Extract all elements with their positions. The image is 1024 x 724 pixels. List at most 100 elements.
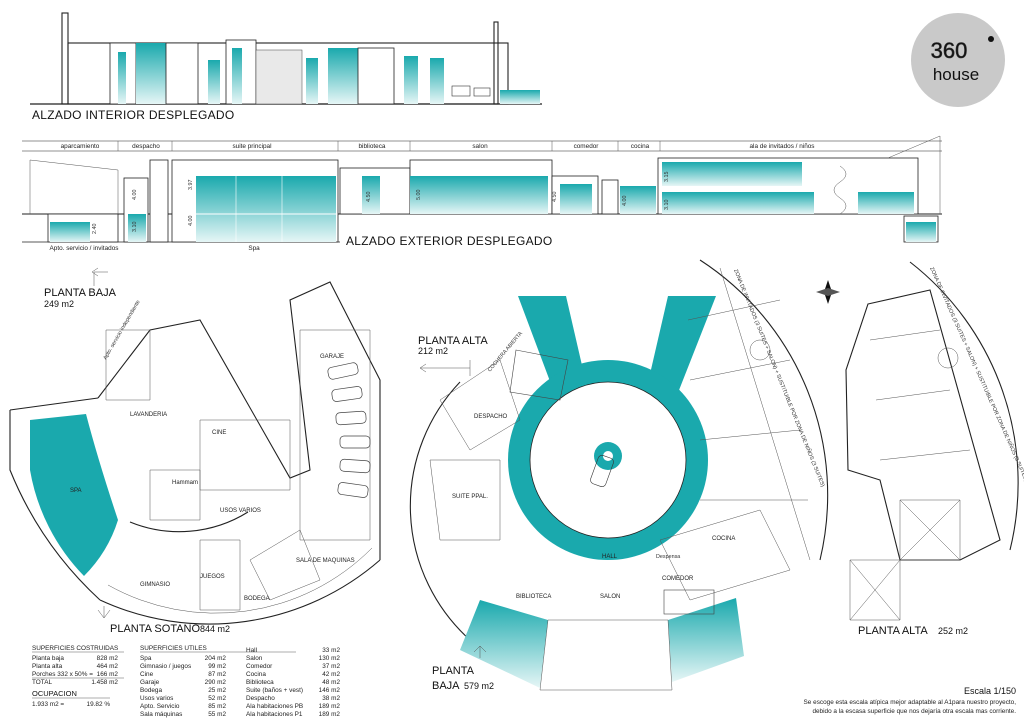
wing-note: ZONA DE INVITADOS (3 SUITES + SALON) + S… [732,268,826,488]
dim: 5.00 [416,190,422,201]
room-label: BIBLIOTECA [516,594,551,600]
room-label: SPA [70,488,82,494]
planta-baja-center-title-1: PLANTA [432,665,475,677]
table-cell: Ala habitaciones P1 [246,711,303,718]
table-cell: Porches 332 x 50% = [32,671,93,678]
room-label: Despensa [656,554,680,560]
table-cell: 33 m2 [322,647,340,654]
utiles-col2: Hall 33 m2 Salon 130 m2 Comedor 37 m2 Co… [246,647,340,718]
room-label: SUITE PPAL. [452,494,488,500]
exterior-sections: aparcamiento despacho suite principal bi… [61,143,815,150]
sotano-room-labels: GARAJE CINE LAVANDERIA Hammam SPA USOS V… [70,299,355,602]
table-cell: 290 m2 [205,679,227,686]
dim: 3.15 [664,172,670,183]
room-label: COMEDOR [662,576,694,582]
room-label: GIMNASIO [140,582,170,588]
room-label: USOS VARIOS [220,508,261,514]
table-cell: Spa [140,655,152,662]
section-label: ala de invitados / niños [749,143,814,150]
table-cell: Hall [246,647,257,654]
plan-sotano: PLANTA BAJA 249 m2 GARAJE CINE LAVANDERI… [9,267,381,635]
north-arrow-icon [816,280,840,304]
logo-dot-icon [988,36,994,42]
table-cell: 828 m2 [97,655,119,662]
interior-elevation-title: ALZADO INTERIOR DESPLEGADO [32,108,235,122]
section-label: aparcamiento [61,143,100,150]
planta-sotano-title: PLANTA SOTANO [110,623,201,635]
table-cell: 166 m2 [97,671,119,678]
table-cell: Bodega [140,687,162,694]
planta-baja-center-area: 579 m2 [464,681,494,691]
room-label: COCINA [712,536,735,542]
planta-baja-center-title-2: BAJA [432,680,460,692]
logo: 360 house [911,13,1005,107]
table-cell: Biblioteca [246,679,274,686]
room-label: GARAJE [320,354,344,360]
exterior-bottom-label: Spa [248,245,260,252]
exterior-elevation-title: ALZADO EXTERIOR DESPLEGADO [346,234,553,248]
room-label: HALL [602,554,618,560]
room-label: COCHERA ABIERTA [487,330,524,373]
scale-note: Escala 1/150 Se escoge esta escala atípi… [804,686,1017,715]
logo-word: house [933,65,979,84]
exterior-elevation: aparcamiento despacho suite principal bi… [22,135,942,252]
plan-alta-right: ZONA DE INVITADOS (3 SUITES + SALON) + S… [845,261,1024,637]
height-dimensions: 4.00 3.97 4.00 3.10 2.40 4.50 5.00 4.50 … [92,172,670,235]
table-cell: 204 m2 [205,655,227,662]
dim: 4.50 [552,192,558,203]
table-cell: 55 m2 [208,711,226,718]
logo-number: 360 [931,38,968,63]
table-cell: Suite (baños + vest) [246,687,303,694]
table-cell: 52 m2 [208,695,226,702]
plan-center: COCHERA ABIERTA DESPACHO SUITE PPAL. HAL… [409,259,829,692]
planta-baja-left-area: 249 m2 [44,299,74,309]
dim: 4.00 [132,190,138,201]
utiles-col1: Spa 204 m2 Gimnasio / juegos 99 m2 Cine … [140,655,226,718]
table-cell: Despacho [246,695,275,702]
table-cell: 189 m2 [319,711,341,718]
dim: 4.00 [622,196,628,207]
teal-porch-left [460,600,548,688]
dim: 3.10 [132,222,138,233]
dim: 3.97 [188,180,194,191]
table-cell: 42 m2 [322,671,340,678]
room-label: CINE [212,430,226,436]
table-cell: 189 m2 [319,703,341,710]
exterior-bottom-label: Apto. servicio / invitados [50,245,119,252]
section-label: despacho [132,143,160,150]
planta-alta-center-title: PLANTA ALTA [418,335,488,347]
section-label: salon [472,143,488,150]
dim: 2.40 [92,224,98,235]
teal-porch-right [668,598,744,682]
table-cell: Sala máquinas [140,711,182,718]
table-cell: Planta baja [32,655,64,662]
table-cell: 38 m2 [322,695,340,702]
table-cell: 19.82 % [87,701,111,708]
room-label: SALA DE MAQUINAS [296,558,355,564]
planta-baja-left-title: PLANTA BAJA [44,287,117,299]
section-label: comedor [574,143,600,150]
room-label: DESPACHO [474,414,508,420]
table-cell: Ala habitaciones PB [246,703,303,710]
planta-sotano-area: 844 m2 [200,624,230,634]
dim: 3.10 [664,200,670,211]
table-cell: Apto. Servicio [140,703,180,710]
table-cell: Garaje [140,679,160,686]
table-cell: Planta alta [32,663,63,670]
table-cell: Cine [140,671,154,678]
wing-note: ZONA DE INVITADOS (3 SUITES + SALON) + S… [928,266,1024,483]
table-cell: 85 m2 [208,703,226,710]
table-cell: 99 m2 [208,663,226,670]
scale-title: Escala 1/150 [964,686,1016,696]
pool-shape [30,414,118,576]
interior-elevation: ALZADO INTERIOR DESPLEGADO [30,12,542,122]
room-label: BODEGA [244,596,270,602]
table-cell: 37 m2 [322,663,340,670]
table-cell: 25 m2 [208,687,226,694]
table-ocupacion: OCUPACION 1.933 m2 = 19.82 % [32,689,110,708]
dim: 4.00 [188,216,194,227]
table-superficies-construidas: SUPERFICIES COSTRUIDAS Planta baja 828 m… [32,645,124,686]
table-superficies-utiles: SUPERFICIES UTILES Spa 204 m2 Gimnasio /… [140,645,340,718]
table-cell: 130 m2 [319,655,341,662]
